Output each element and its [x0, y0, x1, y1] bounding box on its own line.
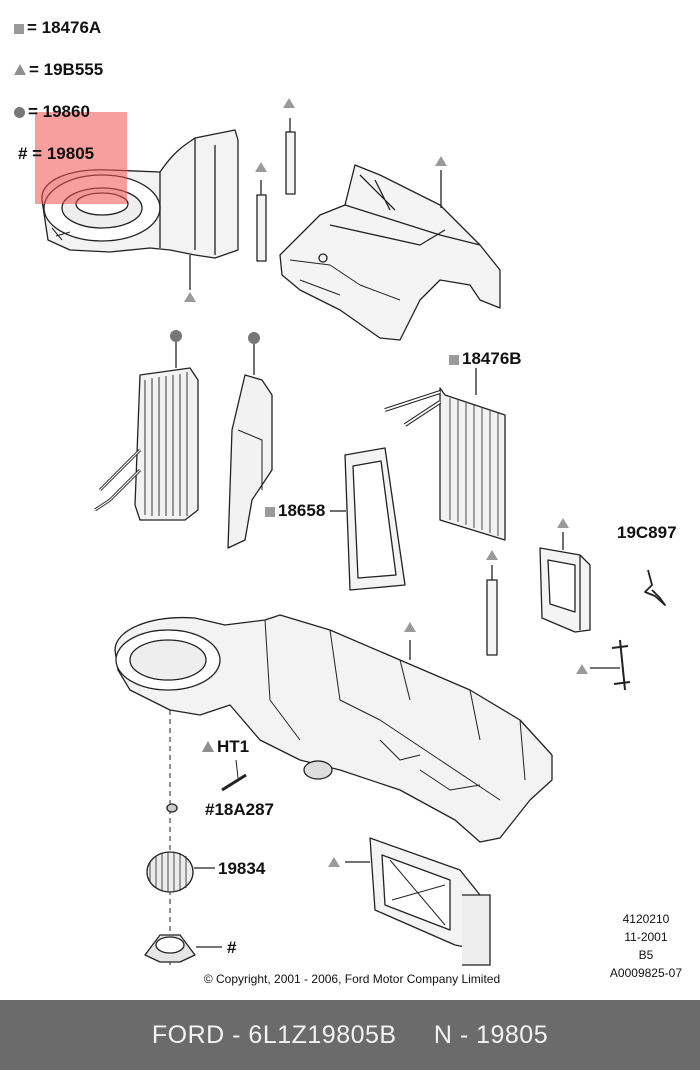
link-rod [590, 639, 631, 691]
triangle-marker [576, 664, 588, 674]
housing-lower [114, 614, 553, 843]
legend-item-hash: # = 19805 [18, 144, 94, 164]
circle-marker [248, 332, 260, 344]
callout-text: 18476B [462, 349, 522, 368]
callout-text: # [227, 938, 237, 957]
callout-text: 19C897 [617, 523, 677, 542]
copyright-notice: © Copyright, 2001 - 2006, Ford Motor Com… [203, 972, 501, 986]
air-filter [330, 447, 406, 591]
triangle-marker [557, 518, 569, 528]
callout-ht1: HT1 [202, 737, 249, 757]
doc-date: 11-2001 [624, 930, 668, 944]
gasket-strip-3 [486, 565, 498, 656]
callout-resistor: #18A287 [205, 800, 274, 820]
legend-text: = 18476A [27, 18, 102, 37]
highlight-box [35, 112, 127, 204]
square-icon [14, 23, 24, 34]
footer-text: FORD - 6L1Z19805B N - 19805 [151, 1020, 549, 1049]
evaporator-seal [227, 344, 273, 549]
callout-text: #18A287 [205, 800, 275, 819]
triangle-marker [184, 292, 196, 302]
blower-resistor [166, 803, 178, 813]
doc-code: 4120210 [622, 912, 670, 926]
callout-blower-motor: 19834 [218, 859, 265, 879]
callout-bracket: 19C897 [617, 523, 677, 543]
legend-item-circle: = 19860 [14, 102, 90, 122]
gasket-strip-2 [256, 180, 267, 262]
blower-wheel [146, 851, 215, 893]
triangle-marker [404, 622, 416, 632]
callout-heater-core: 18476B [449, 349, 522, 369]
square-icon [265, 506, 275, 517]
legend-text: = 19B555 [29, 60, 104, 79]
callout-text: 18658 [278, 501, 326, 520]
callout-text: HT1 [217, 737, 250, 756]
part-number-footer: FORD - 6L1Z19805B N - 19805 [0, 1000, 700, 1070]
circle-marker [170, 330, 182, 342]
doc-code: A0009825-07 [609, 966, 682, 980]
legend-text: = 19860 [28, 102, 90, 121]
triangle-marker [283, 98, 295, 108]
blower-motor [144, 934, 222, 963]
triangle-icon [14, 64, 26, 76]
blower-housing-upper [41, 129, 239, 290]
document-codes: 4120210 11-2001 B5 A0009825-07 [610, 910, 682, 982]
recirc-door [345, 837, 491, 966]
triangle-icon [202, 741, 214, 753]
square-icon [449, 354, 459, 365]
bracket-19c897 [644, 569, 666, 606]
legend-item-square: = 18476A [14, 18, 101, 38]
triangle-marker [255, 162, 267, 172]
triangle-marker [486, 550, 498, 560]
callout-hash: # [227, 938, 236, 958]
callout-filter: 18658 [265, 501, 325, 521]
evaporator-core [94, 340, 199, 521]
callout-text: 19834 [218, 859, 266, 878]
exploded-parts-diagram [41, 98, 666, 966]
doc-code: B5 [638, 948, 654, 962]
mode-door [539, 532, 591, 633]
gasket-strip-1 [285, 118, 296, 195]
triangle-marker [435, 156, 447, 166]
screw-ht1 [221, 759, 247, 792]
housing-cover-upper [279, 164, 501, 341]
triangle-marker [328, 857, 340, 867]
legend-text: # = 19805 [18, 144, 95, 163]
heater-core [384, 368, 506, 541]
legend-item-triangle: = 19B555 [14, 60, 103, 80]
circle-icon [14, 107, 25, 119]
